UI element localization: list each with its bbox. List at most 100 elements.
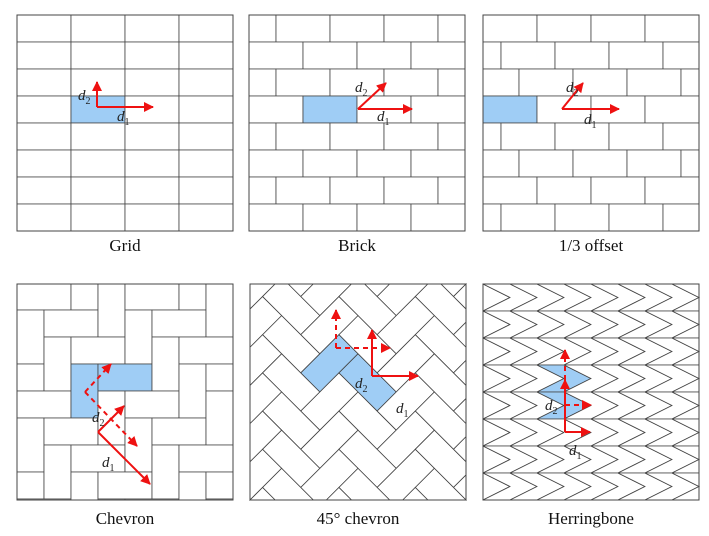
tile (178, 444, 234, 473)
tile (178, 203, 234, 232)
vector-arrow (97, 431, 151, 485)
tile (178, 122, 234, 151)
tile (16, 149, 72, 178)
vector-symbol: d (102, 455, 110, 471)
tile (248, 68, 277, 97)
tile (608, 203, 664, 232)
tile (248, 14, 277, 43)
frame (482, 283, 700, 501)
vector-symbol: d (117, 109, 125, 125)
tile (151, 336, 180, 392)
vector-label-d2: d2 (355, 376, 368, 395)
tile (16, 417, 45, 473)
tile (124, 95, 180, 124)
tile (16, 471, 45, 500)
tile (590, 14, 646, 43)
tile (410, 203, 466, 232)
tile (16, 203, 72, 232)
tile (383, 122, 439, 151)
tile (70, 41, 126, 70)
tile (482, 176, 538, 205)
vector-subscript: 2 (100, 418, 105, 429)
tile (500, 203, 556, 232)
tile (482, 203, 502, 232)
tile (248, 122, 277, 151)
tile (70, 471, 99, 501)
tile (356, 149, 412, 178)
tile (43, 444, 72, 500)
frame (16, 14, 234, 232)
vector-subscript: 2 (553, 406, 558, 417)
tile (70, 283, 99, 311)
tile (302, 149, 358, 178)
tile (43, 417, 99, 446)
tile (626, 68, 682, 97)
tile (662, 203, 700, 232)
tile (124, 283, 180, 311)
tile (383, 14, 439, 43)
tile (124, 14, 180, 43)
tile (329, 176, 385, 205)
vector-symbol: d (569, 443, 577, 459)
tile (205, 390, 234, 446)
tile (482, 41, 502, 70)
panel-brick (248, 14, 466, 232)
highlighted-tile (482, 95, 538, 124)
tile (302, 203, 358, 232)
tile (70, 444, 126, 473)
vector-subscript: 2 (363, 384, 368, 395)
tile (644, 14, 700, 43)
tile (518, 149, 574, 178)
tile (151, 309, 207, 338)
caption-third-offset: 1/3 offset (559, 236, 624, 255)
tile (43, 309, 99, 338)
tile (248, 149, 304, 178)
tile (70, 203, 126, 232)
tile (437, 122, 466, 151)
vector-label-d1: d1 (569, 443, 582, 462)
tile (97, 471, 153, 500)
panel-chevron (16, 283, 234, 501)
tile (124, 309, 153, 365)
tile (572, 149, 628, 178)
vector-arrow (561, 82, 584, 110)
vector-label-d2: d2 (78, 88, 91, 107)
highlighted-tile (302, 95, 358, 124)
tile (248, 95, 304, 124)
tile (518, 68, 574, 97)
vector-subscript: 1 (592, 120, 597, 131)
vector-symbol: d (92, 410, 100, 426)
tile (644, 95, 700, 124)
tile (482, 14, 538, 43)
vector-symbol: d (377, 109, 385, 125)
tile (383, 68, 439, 97)
tile (500, 122, 556, 151)
tile (482, 149, 520, 178)
tile (572, 68, 628, 97)
vector-subscript: 1 (577, 451, 582, 462)
vector-symbol: d (355, 376, 363, 392)
tile (608, 41, 664, 70)
tile (590, 176, 646, 205)
tile (662, 41, 700, 70)
tile (70, 122, 126, 151)
tile (16, 95, 72, 124)
tile (356, 41, 412, 70)
tile (124, 41, 180, 70)
tile (16, 68, 72, 97)
tile (437, 14, 466, 43)
tile (248, 41, 304, 70)
vector-subscript: 1 (385, 117, 390, 128)
tile (124, 149, 180, 178)
vector-symbol: d (355, 80, 363, 96)
frame (482, 14, 700, 232)
tile (500, 41, 556, 70)
vector-label-d1: d1 (584, 112, 597, 131)
dashed-vector-arrow (84, 391, 138, 447)
vector-symbol: d (396, 401, 404, 417)
tile (608, 122, 664, 151)
tile (329, 14, 385, 43)
tile (410, 41, 466, 70)
tile (178, 149, 234, 178)
